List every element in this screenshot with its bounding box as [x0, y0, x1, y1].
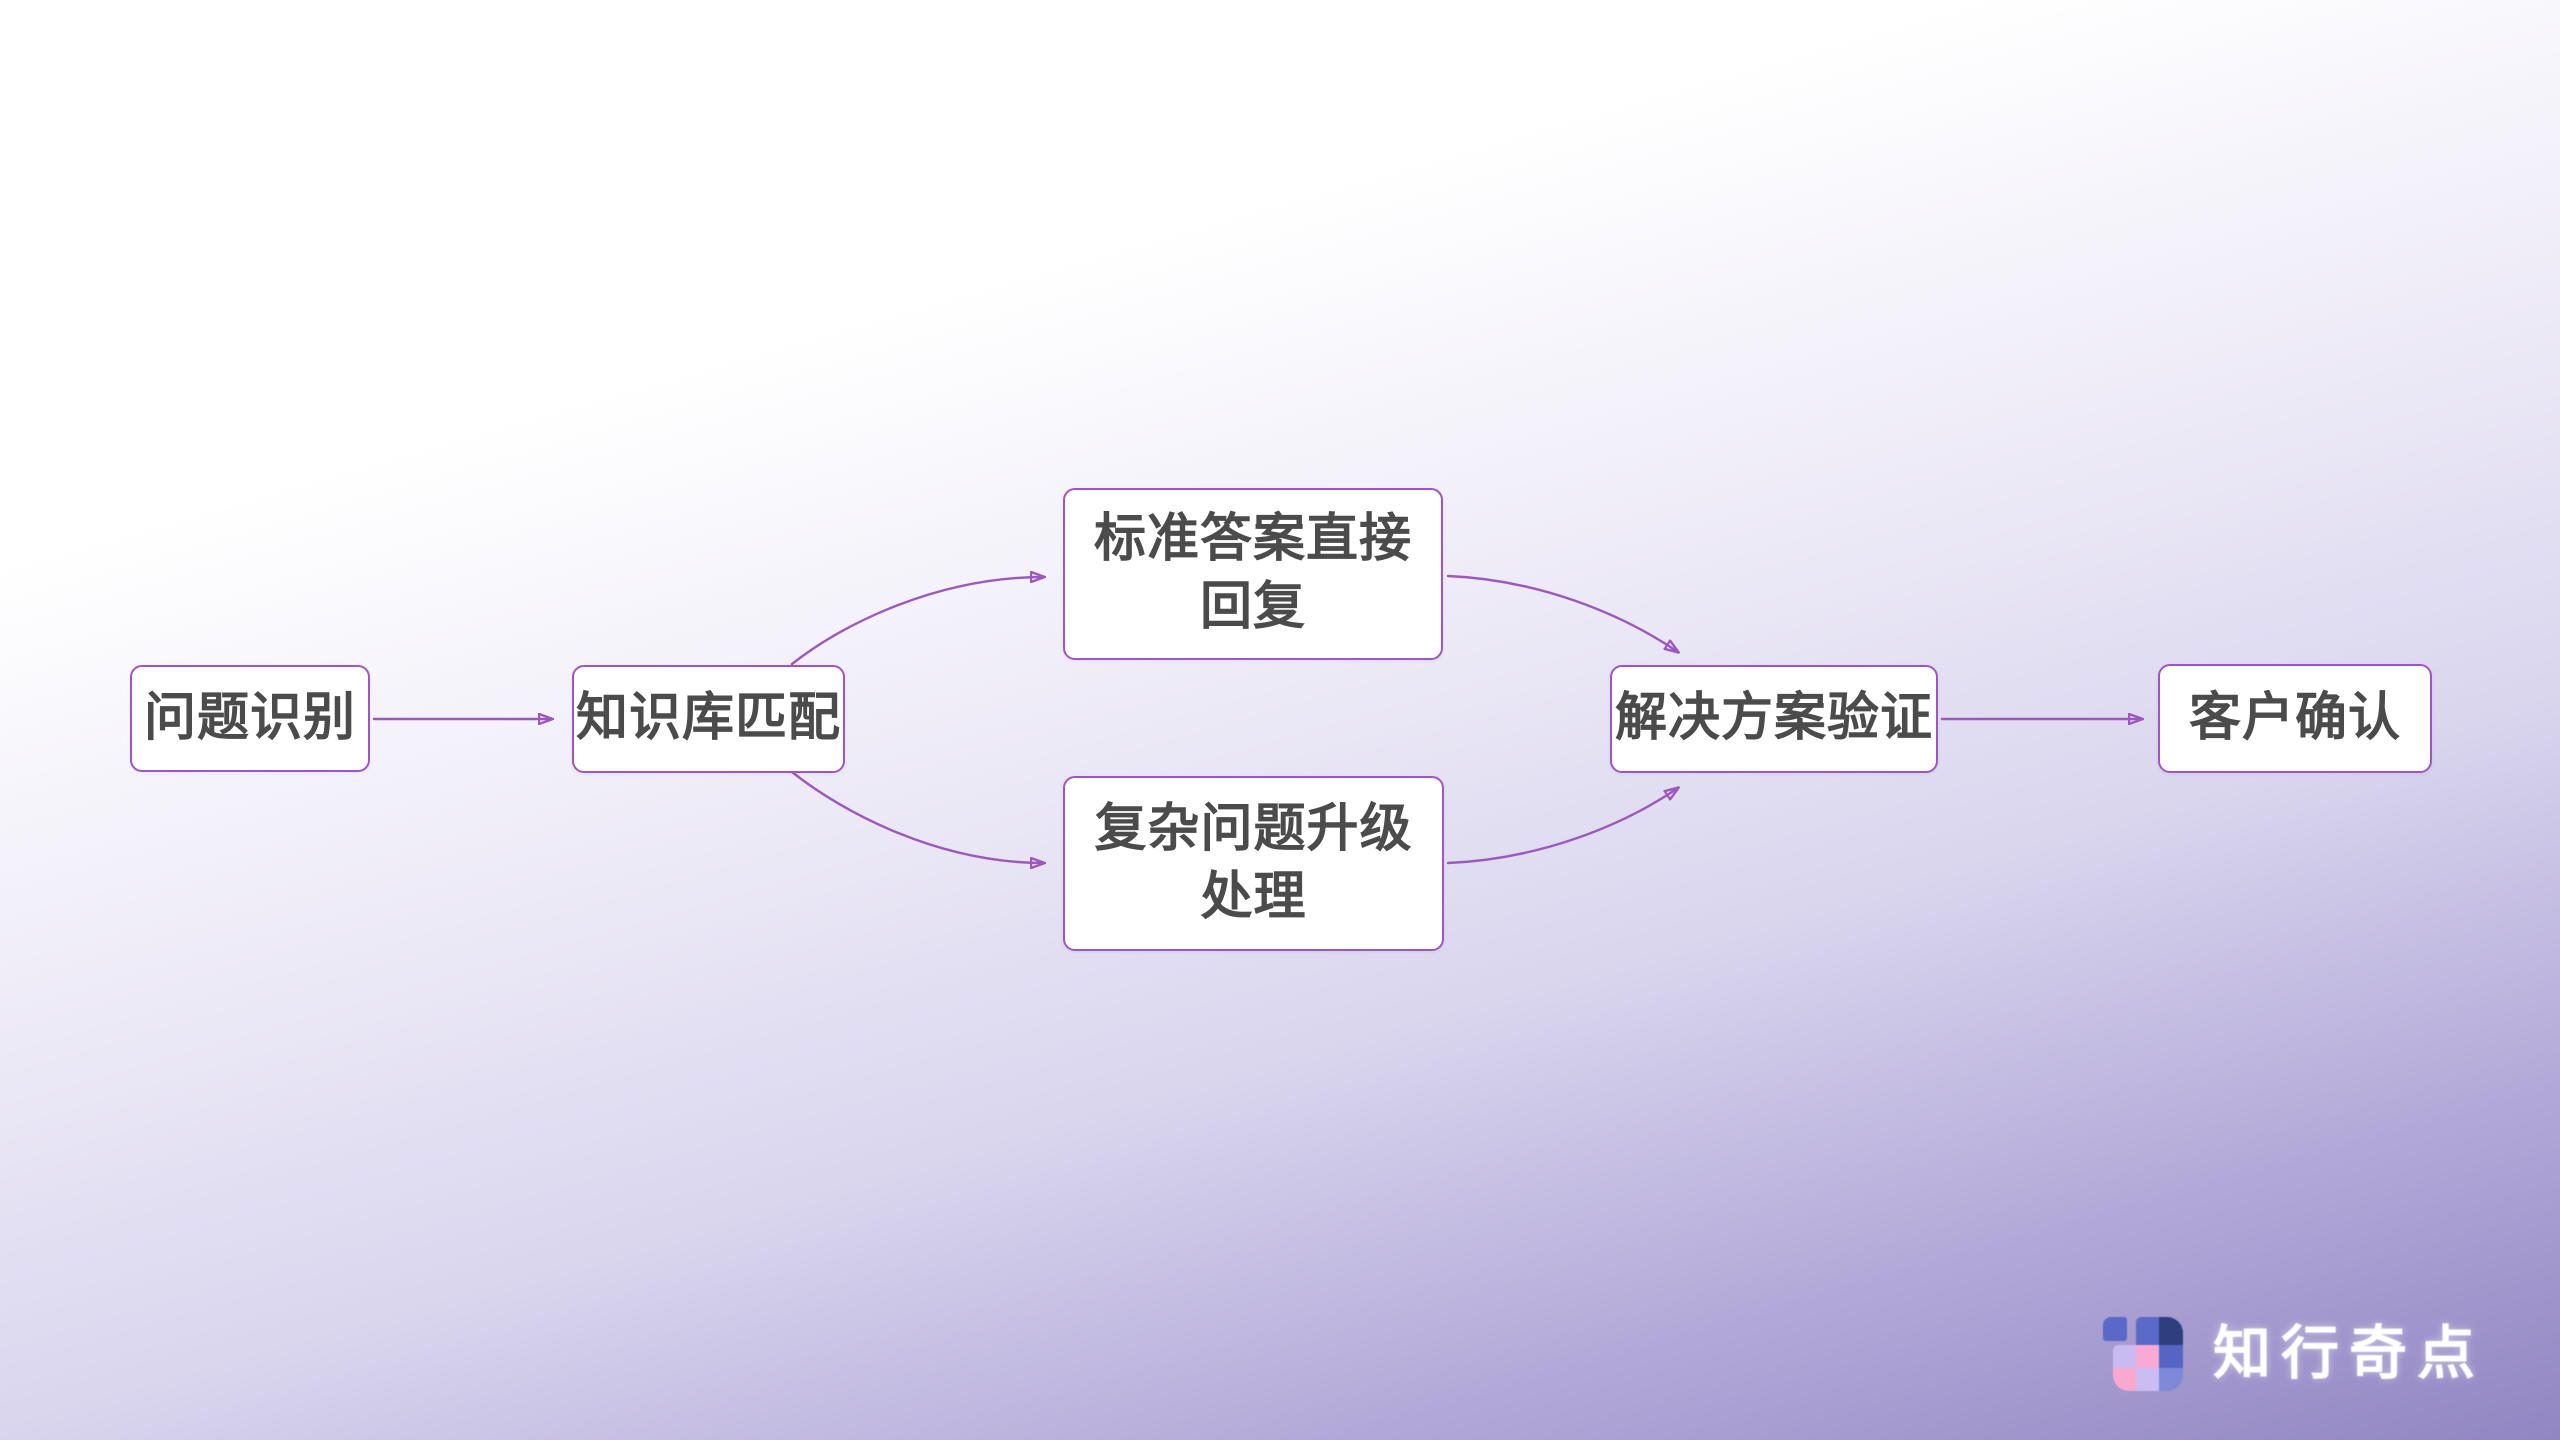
logo-grid-cell-bottom-lavender: [2136, 1368, 2159, 1391]
logo-grid-cell-top-indigo: [2136, 1317, 2159, 1345]
brand-watermark: 知行奇点: [2103, 1316, 2485, 1392]
edge-knowledge-to-complex: [790, 770, 1044, 863]
node-customer-confirmation-label: 客户确认: [2188, 688, 2401, 747]
node-problem-identification: 问题识别: [130, 665, 370, 772]
brand-name: 知行奇点: [2213, 1321, 2486, 1386]
logo-grid-cell-mid-lavender: [2113, 1345, 2136, 1368]
logo-grid-cell-mid-pink: [2136, 1345, 2159, 1368]
node-complex-issue-escalation-label: 复杂问题升级 处理: [1094, 799, 1413, 926]
zhixing-qidian-logo-icon: [2103, 1316, 2183, 1392]
edge-knowledge-to-standard: [790, 577, 1044, 666]
node-customer-confirmation: 客户确认: [2158, 664, 2432, 773]
logo-grid-cell-bottom-periwinkle: [2159, 1368, 2183, 1391]
logo-grid-cell-detached-indigo: [2103, 1317, 2127, 1341]
edge-complex-to-verification: [1446, 788, 1678, 865]
logo-grid-cell-top-navy: [2159, 1317, 2183, 1345]
node-solution-verification-label: 解决方案验证: [1614, 689, 1933, 748]
node-knowledge-base-matching-label: 知识库匹配: [575, 689, 841, 748]
node-standard-answer-reply-label: 标准答案直接 回复: [1093, 510, 1412, 636]
node-knowledge-base-matching: 知识库匹配: [572, 665, 845, 773]
logo-grid-cell-mid-indigo: [2159, 1345, 2183, 1368]
node-standard-answer-reply: 标准答案直接 回复: [1063, 488, 1443, 660]
edge-standard-to-verification: [1446, 574, 1678, 652]
logo-grid-cell-bottom-pink: [2113, 1368, 2136, 1391]
node-problem-identification-label: 问题识别: [143, 688, 356, 747]
node-solution-verification: 解决方案验证: [1610, 665, 1938, 773]
node-complex-issue-escalation: 复杂问题升级 处理: [1063, 776, 1444, 951]
